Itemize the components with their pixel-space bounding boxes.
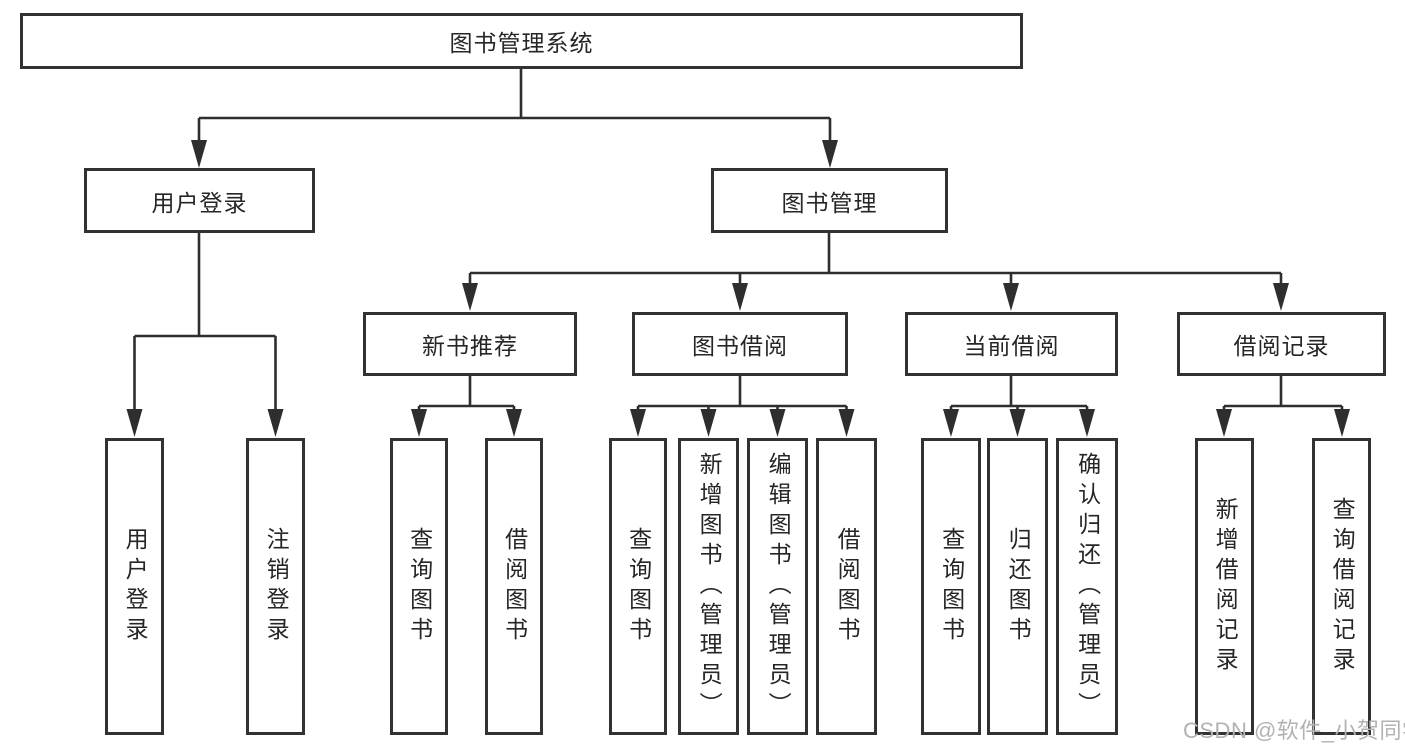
leaf-add-book-admin: 新增图书（管理员） [678, 438, 739, 735]
node-label: 借阅记录 [1233, 333, 1330, 359]
node-label: 图书管理系统 [449, 30, 594, 56]
leaf-logout: 注销登录 [246, 438, 305, 735]
leaf-return-book: 归还图书 [987, 438, 1048, 735]
node-book-management: 图书管理 [711, 168, 948, 233]
node-label: 图书管理 [781, 189, 878, 216]
leaf-label: 借阅图书 [501, 526, 528, 647]
node-current-borrow: 当前借阅 [905, 312, 1118, 376]
leaf-edit-book-admin: 编辑图书（管理员） [747, 438, 808, 735]
node-label: 用户登录 [151, 189, 248, 216]
leaf-query-books-borrow: 查询图书 [609, 438, 667, 735]
leaf-user-login: 用户登录 [105, 438, 164, 735]
leaf-label: 新增图书（管理员） [696, 451, 723, 722]
csdn-watermark: CSDN @软件_小贺同学 [1183, 718, 1405, 743]
leaf-label: 查询图书 [625, 526, 652, 647]
leaf-label: 查询图书 [406, 526, 433, 647]
node-label: 当前借阅 [963, 333, 1060, 359]
leaf-label: 借阅图书 [834, 526, 861, 647]
node-root: 图书管理系统 [20, 13, 1023, 69]
leaf-confirm-return-admin: 确认归还（管理员） [1056, 438, 1118, 735]
leaf-label: 归还图书 [1005, 526, 1032, 647]
leaf-label: 查询图书 [938, 526, 965, 647]
node-label: 图书借阅 [692, 333, 788, 359]
leaf-query-books-current: 查询图书 [921, 438, 981, 735]
leaf-label: 注销登录 [263, 526, 290, 647]
leaf-borrow-books: 借阅图书 [816, 438, 877, 735]
leaf-label: 查询借阅记录 [1329, 496, 1356, 677]
leaf-query-borrow-record: 查询借阅记录 [1312, 438, 1371, 735]
node-label: 新书推荐 [422, 333, 518, 359]
leaf-query-books-recommend: 查询图书 [390, 438, 448, 735]
node-user-login: 用户登录 [84, 168, 315, 233]
leaf-label: 用户登录 [122, 526, 149, 647]
node-book-borrow: 图书借阅 [632, 312, 848, 376]
leaf-label: 新增借阅记录 [1212, 496, 1239, 677]
leaf-label: 编辑图书（管理员） [765, 451, 792, 722]
node-borrow-records: 借阅记录 [1177, 312, 1386, 376]
leaf-add-borrow-record: 新增借阅记录 [1195, 438, 1254, 735]
leaf-label: 确认归还（管理员） [1074, 451, 1101, 722]
node-new-book-recommend: 新书推荐 [363, 312, 577, 376]
leaf-borrow-books-recommend: 借阅图书 [485, 438, 543, 735]
